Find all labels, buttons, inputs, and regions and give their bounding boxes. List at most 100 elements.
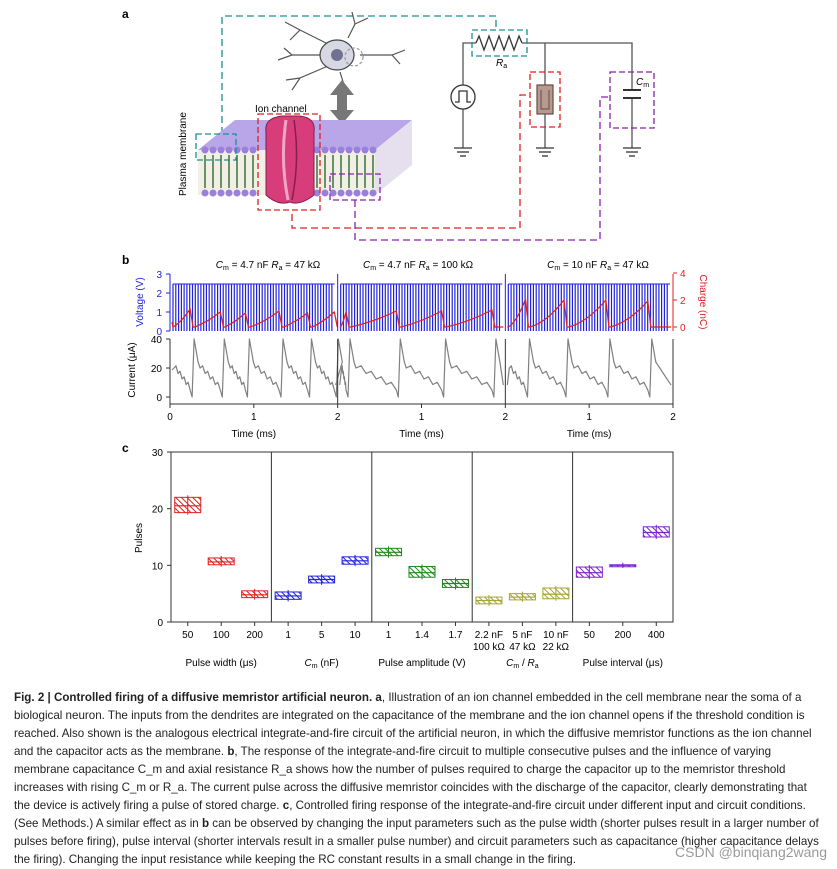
charge-tick-label: 0	[680, 323, 686, 334]
plasma-membrane-label: Plasma membrane	[178, 112, 189, 196]
time-tick-label: 2	[670, 412, 676, 423]
voltage-pulse-train-3	[507, 284, 668, 331]
x-tick-label: 50	[584, 630, 596, 641]
y-axis-label: Pulses	[134, 523, 145, 553]
teal-dashed-box	[195, 133, 237, 161]
group-label-2: Cm (nF)	[305, 658, 339, 670]
circuit-diagram	[454, 34, 641, 157]
x-tick-label: 400	[648, 630, 665, 641]
x-tick-label: 1.4	[415, 630, 429, 641]
teal-dashed-resistor-box	[471, 29, 528, 57]
red-dashed-memristor-box	[529, 71, 561, 128]
caption-b-ref: b	[201, 817, 210, 830]
ion-channel-label: Ion channel	[255, 104, 307, 115]
time-tick-label: 1	[251, 412, 257, 423]
red-dashed-box	[257, 113, 321, 211]
group-label-4: Cm / Ra	[506, 658, 539, 670]
panel-a-label: a	[122, 7, 129, 21]
current-tick-label: 20	[151, 364, 163, 375]
voltage-pulse-train-2	[340, 284, 501, 331]
watermark: CSDN @binqiang2wang	[675, 844, 827, 860]
charge-tick-label: 2	[680, 296, 686, 307]
time-tick-label: 1	[419, 412, 425, 423]
voltage-tick-label: 3	[156, 270, 162, 281]
figure-caption: Fig. 2 | Controlled firing of a diffusiv…	[14, 689, 826, 869]
x-tick-label: 200	[246, 630, 263, 641]
y-tick-label: 0	[157, 618, 163, 629]
time-axis-label-1: Time (ms)	[232, 429, 277, 440]
x-tick-label: 47 kΩ	[509, 642, 536, 653]
caption-c-label: c	[282, 799, 290, 812]
subtitle-1: Cm = 4.7 nF Ra = 47 kΩ	[216, 260, 321, 272]
caption-text-d: can be observed by changing the input pa…	[14, 817, 819, 866]
y-tick-label: 30	[152, 448, 164, 459]
charge-axis-label: Charge (nC)	[697, 274, 708, 329]
time-tick-label: 0	[167, 412, 173, 423]
x-tick-label: 5	[319, 630, 325, 641]
panel-c-label: c	[122, 441, 129, 455]
y-tick-label: 20	[152, 505, 164, 516]
x-tick-label: 5 nF	[512, 630, 532, 641]
ion-channel-icon	[265, 115, 315, 204]
panel-b-label: b	[122, 253, 129, 267]
time-axis-label-3: Time (ms)	[567, 429, 612, 440]
subtitle-2: Cm = 4.7 nF Ra = 100 kΩ	[363, 260, 474, 272]
voltage-tick-label: 2	[156, 289, 162, 300]
current-trace-2	[339, 338, 504, 398]
x-tick-label: 1.7	[449, 630, 463, 641]
panel-b-subtitles: Cm = 4.7 nF Ra = 47 kΩ Cm = 4.7 nF Ra = 1…	[216, 260, 650, 272]
x-tick-label: 10 nF	[543, 630, 569, 641]
panel-a: a Ion channel	[122, 7, 655, 241]
current-trace-3	[506, 338, 672, 398]
voltage-tick-label: 1	[156, 308, 162, 319]
group-label-3: Pulse amplitude (V)	[378, 658, 465, 669]
time-tick-label: 1	[586, 412, 592, 423]
time-axis-label-2: Time (ms)	[399, 429, 444, 440]
x-tick-label: 10	[350, 630, 362, 641]
current-trace-1	[171, 338, 343, 398]
caption-b-label: b	[227, 745, 235, 758]
purple-dashed-box	[329, 173, 381, 201]
caption-text-a: , Illustration of an ion channel embedde…	[14, 691, 812, 758]
x-tick-label: 2.2 nF	[475, 630, 503, 641]
x-tick-label: 50	[182, 630, 194, 641]
resistor-label: Ra	[496, 58, 507, 70]
current-tick-label: 40	[151, 335, 163, 346]
caption-fig-label: Fig. 2 | Controlled firing of a diffusiv…	[14, 691, 373, 704]
purple-dashed-capacitor-box	[609, 71, 655, 129]
subtitle-3: Cm = 10 nF Ra = 47 kΩ	[547, 260, 649, 272]
time-tick-label: 2	[335, 412, 341, 423]
pulse-source-icon	[450, 84, 476, 110]
charge-tick-label: 4	[680, 269, 686, 280]
red-dashed-link	[291, 94, 530, 229]
current-axis-label: Current (μA)	[127, 342, 138, 397]
group-label-5: Pulse interval (μs)	[583, 658, 663, 669]
charge-trace-2	[339, 309, 504, 328]
neuron-icon	[277, 11, 406, 97]
caption-a-label: a	[375, 691, 382, 704]
x-tick-label: 100 kΩ	[473, 642, 505, 653]
figure-canvas: a Ion channel	[122, 7, 708, 670]
x-tick-label: 100	[213, 630, 230, 641]
charge-trace-3	[507, 298, 671, 328]
y-tick-label: 10	[152, 561, 164, 572]
double-arrow-icon	[330, 80, 354, 124]
voltage-pulse-train-1	[172, 284, 333, 331]
x-tick-label: 1	[285, 630, 291, 641]
current-tick-label: 0	[156, 393, 162, 404]
teal-dashed-link	[221, 15, 497, 134]
purple-dashed-link	[354, 96, 610, 241]
x-tick-label: 22 kΩ	[543, 642, 570, 653]
group-label-1: Pulse width (μs)	[186, 658, 257, 669]
capacitor-label: Cm	[636, 77, 649, 89]
charge-trace-1	[171, 307, 338, 328]
caption-text-c: , Controlled firing response of the inte…	[14, 799, 806, 830]
time-tick-label: 2	[503, 412, 509, 423]
x-tick-label: 1	[386, 630, 392, 641]
memristor-icon	[536, 84, 554, 115]
